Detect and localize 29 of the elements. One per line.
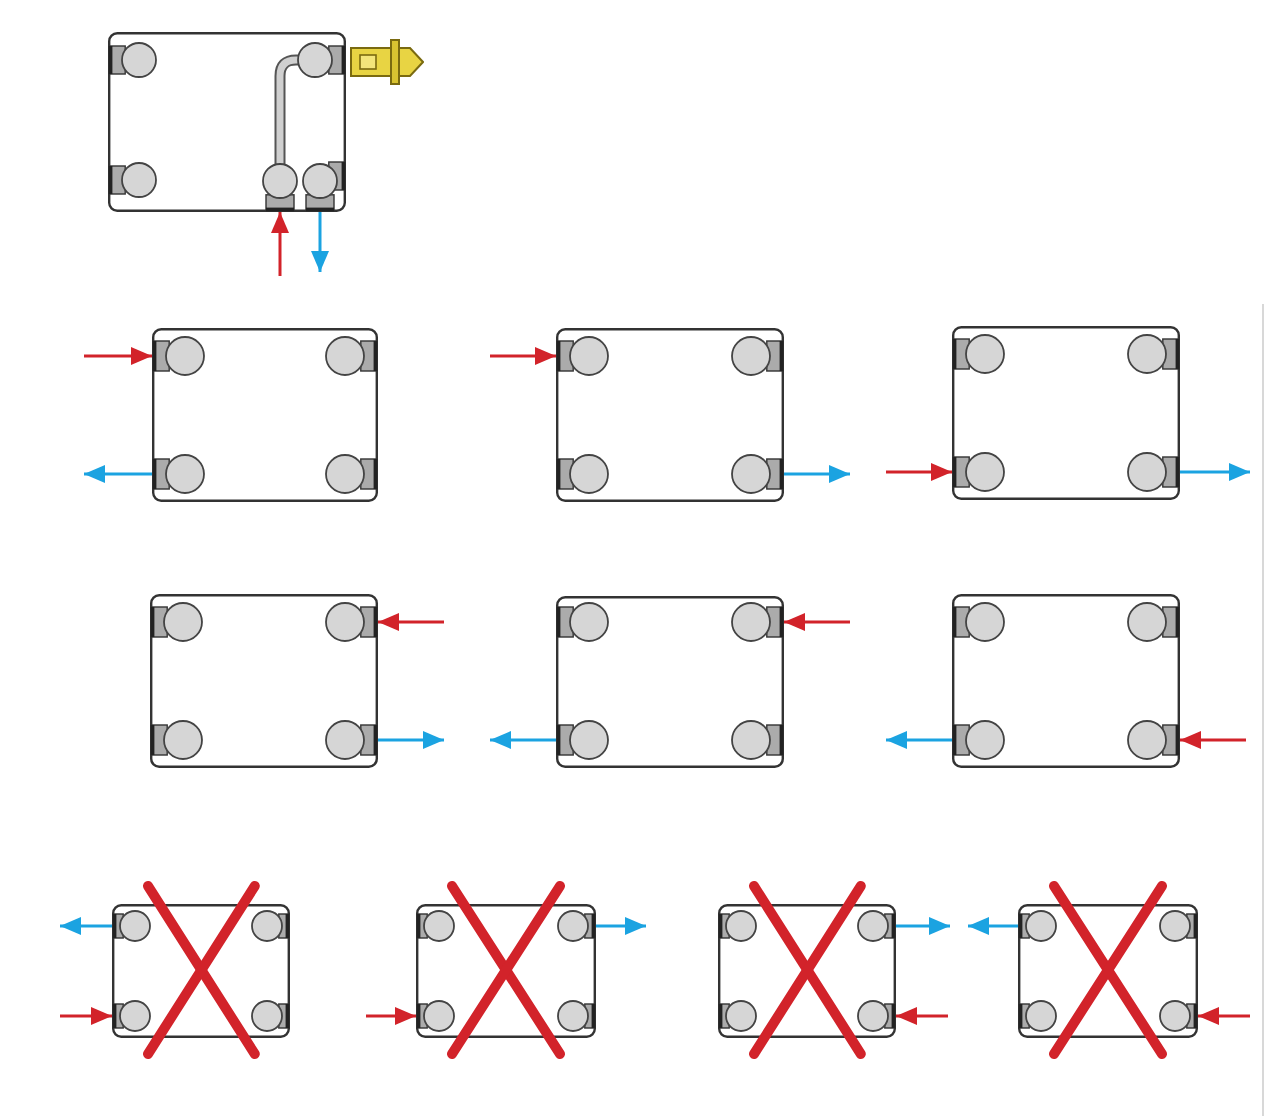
arrow [378,731,444,749]
arrow [1180,463,1250,481]
arrow [378,613,444,631]
arrow [784,613,850,631]
arrow [886,463,952,481]
arrow [490,347,556,365]
arrow [271,212,289,276]
arrow [60,917,112,935]
arrow [596,917,646,935]
radiator-drawing [556,596,784,768]
arrow [1180,731,1246,749]
radiator-drawing [952,594,1180,768]
arrow [968,917,1018,935]
arrow [896,1007,948,1025]
arrow [84,465,152,483]
radiator-drawing [556,328,784,502]
arrow [1198,1007,1250,1025]
radiator-drawing [952,326,1180,500]
arrow [886,731,952,749]
arrow [896,917,950,935]
arrow [84,347,152,365]
arrow [366,1007,416,1025]
arrow [60,1007,112,1025]
radiator-drawing [152,328,378,502]
arrow [784,465,850,483]
arrow [311,212,329,272]
arrow [490,731,556,749]
radiator-drawing [108,32,346,212]
radiator-drawing [150,594,378,768]
